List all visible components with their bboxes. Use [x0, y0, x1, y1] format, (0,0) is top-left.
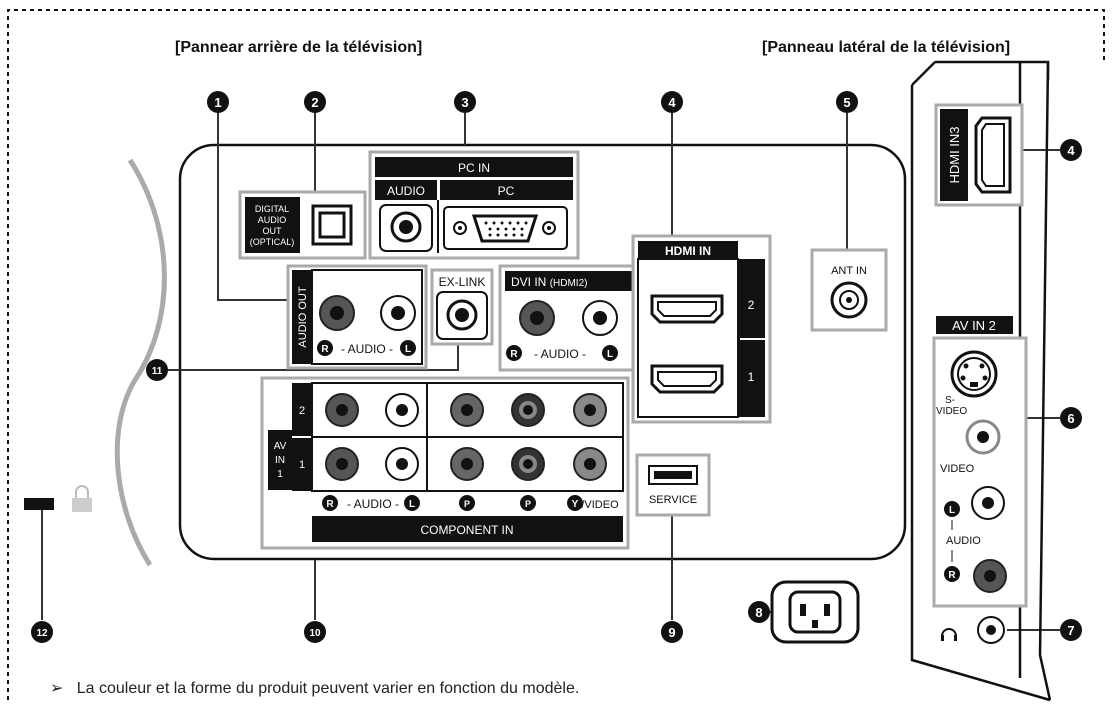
- av-in-row-2: 2: [299, 405, 305, 417]
- rear-panel-title: [Pannear arrière de la télévision]: [175, 39, 422, 56]
- svg-text:11: 11: [152, 366, 163, 377]
- headphone-icon: [941, 628, 957, 641]
- component-in-label: COMPONENT IN: [420, 523, 513, 537]
- kensington-slot: [24, 498, 54, 510]
- hdmi-in3-label: HDMI IN3: [947, 126, 962, 183]
- av-in-row-1: 1: [299, 459, 305, 471]
- callout-10: 10: [304, 621, 326, 643]
- side-video-label: VIDEO: [940, 463, 975, 475]
- hdmi-port-2-label: 2: [748, 298, 755, 312]
- l-letter: L: [405, 344, 411, 355]
- av-in-2-label: AV IN 2: [952, 318, 996, 333]
- model-note: ➢ La couleur et la forme du produit peuv…: [50, 678, 579, 698]
- callout-7: 7: [1060, 619, 1082, 641]
- service-block: SERVICE: [635, 453, 711, 517]
- side-r-letter: R: [948, 570, 956, 581]
- svg-text:7: 7: [1067, 623, 1074, 638]
- dvi-in-block: DVI IN (HDMI2) R - AUDIO - L: [498, 264, 639, 372]
- dvi-rl-label: - AUDIO -: [534, 347, 586, 361]
- av-component-block: 2 1 AV IN 1 R - AUDIO - L P P Y /VIDEO C…: [260, 376, 630, 550]
- y-letter: Y: [572, 499, 579, 510]
- r-letter: R: [510, 349, 518, 360]
- side-hdmi-port: [974, 116, 1012, 194]
- callout-8: 8: [748, 601, 770, 623]
- ant-in-block: ANT IN: [810, 248, 888, 332]
- dvi-in-label: DVI IN (HDMI2): [511, 275, 587, 289]
- pc-label: PC: [498, 184, 515, 198]
- svg-text:4: 4: [668, 95, 676, 110]
- power-connector: [770, 580, 860, 644]
- note-arrow-icon: ➢: [50, 680, 64, 697]
- s-video-label-2: VIDEO: [936, 406, 967, 417]
- ex-link-label: EX-LINK: [439, 275, 486, 289]
- svg-text:1: 1: [214, 95, 221, 110]
- callout-4-side: 4: [1060, 139, 1082, 161]
- service-label: SERVICE: [649, 494, 697, 506]
- note-text: La couleur et la forme du produit peuven…: [76, 680, 580, 697]
- svg-text:10: 10: [309, 628, 321, 639]
- hdmi-in-label: HDMI IN: [665, 244, 711, 258]
- pc-in-block: PC IN AUDIO PC: [368, 150, 580, 260]
- hdmi-port-2: [650, 294, 724, 324]
- side-l-letter: L: [949, 505, 955, 516]
- ex-link-block: EX-LINK: [430, 268, 494, 346]
- svg-text:2: 2: [311, 95, 318, 110]
- av-in-label-3: 1: [277, 469, 283, 480]
- callout-5: 5: [836, 91, 858, 113]
- pc-in-label: PC IN: [458, 161, 490, 175]
- callout-4: 4: [661, 91, 683, 113]
- callout-1: 1: [207, 91, 229, 113]
- av-rl-label: - AUDIO -: [347, 497, 399, 511]
- callout-12: 12: [31, 621, 53, 643]
- digital-audio-out-line3: OUT: [263, 226, 283, 236]
- audio-out-label: AUDIO OUT: [297, 286, 309, 347]
- svg-text:3: 3: [461, 95, 468, 110]
- callout-3: 3: [454, 91, 476, 113]
- svg-text:12: 12: [36, 628, 48, 639]
- svg-text:9: 9: [668, 625, 675, 640]
- l-letter: L: [409, 499, 415, 510]
- ant-in-label: ANT IN: [831, 265, 867, 277]
- hdmi-in-block: HDMI IN 2 1: [631, 234, 772, 424]
- svg-text:6: 6: [1067, 411, 1074, 426]
- av-in-label-2: IN: [275, 455, 285, 466]
- side-panel: HDMI IN3 AV IN 2 S- VIDEO VIDEO L AUDIO …: [910, 60, 1052, 702]
- hdmi-port-1-label: 1: [748, 370, 755, 384]
- l-letter: L: [607, 349, 613, 360]
- lock-icon: [72, 485, 92, 512]
- r-letter: R: [321, 344, 329, 355]
- dotted-frame: [7, 9, 1105, 700]
- svg-text:4: 4: [1067, 143, 1075, 158]
- cable-curve: [114, 158, 167, 567]
- digital-audio-out-line1: DIGITAL: [255, 204, 289, 214]
- component-y-label: /VIDEO: [581, 499, 619, 511]
- av-in-label-1: AV: [274, 441, 287, 452]
- callout-6: 6: [1060, 407, 1082, 429]
- side-panel-title: [Panneau latéral de la télévision]: [762, 39, 1010, 56]
- r-letter: R: [326, 499, 334, 510]
- callout-11: 11: [146, 359, 168, 381]
- pc-audio-label: AUDIO: [387, 184, 425, 198]
- digital-audio-out-port: DIGITAL AUDIO OUT (OPTICAL): [238, 190, 367, 260]
- svg-text:5: 5: [843, 95, 850, 110]
- digital-audio-out-line2: AUDIO: [258, 215, 287, 225]
- audio-out-block: AUDIO OUT R - AUDIO - L: [286, 264, 428, 370]
- pb-letter: P: [525, 499, 531, 509]
- callout-2: 2: [304, 91, 326, 113]
- digital-audio-out-line4: (OPTICAL): [250, 237, 295, 247]
- s-video-label: S-: [945, 395, 955, 406]
- callout-9: 9: [661, 621, 683, 643]
- side-audio-label: AUDIO: [946, 535, 981, 547]
- svg-text:8: 8: [755, 605, 762, 620]
- audio-out-rl-label: - AUDIO -: [341, 342, 393, 356]
- pr-letter: P: [464, 499, 470, 509]
- hdmi-port-1: [650, 364, 724, 394]
